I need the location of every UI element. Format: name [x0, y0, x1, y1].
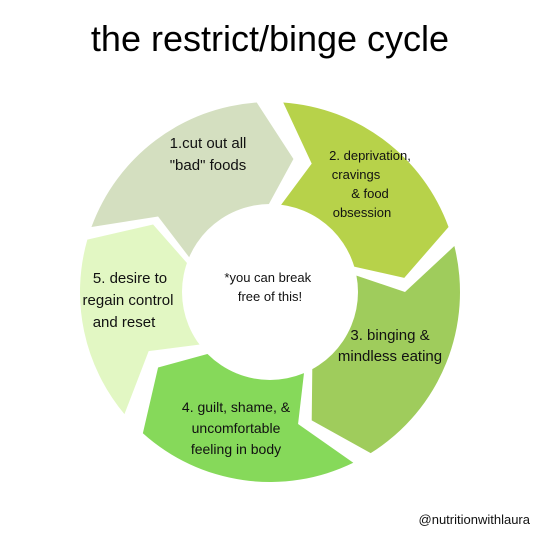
center-note-line: free of this!: [238, 289, 302, 304]
segment-label-3: 3. binging & mindless eating: [338, 327, 442, 365]
segment-label-line: uncomfortable: [192, 420, 281, 436]
segment-label-line: 1.cut out all: [170, 135, 247, 152]
segment-label-line: 3. binging &: [350, 327, 429, 344]
cycle-segment-5: [80, 224, 209, 415]
segment-label-5: 5. desire to regain control and reset: [83, 270, 174, 331]
center-circle: [182, 204, 358, 380]
segment-label-4: 4. guilt, shame, & uncomfortable feeling i…: [182, 399, 291, 457]
segment-label-line: mindless eating: [338, 348, 442, 365]
segment-label-line: feeling in body: [191, 441, 281, 457]
segment-label-line: obsession: [333, 205, 392, 220]
cycle-segment-4: [142, 351, 354, 483]
center-note-line: *you can break: [224, 270, 311, 285]
segment-label-line: 2. deprivation,: [329, 148, 411, 163]
diagram-title: the restrict/binge cycle: [90, 18, 450, 59]
segment-label-line: and reset: [93, 314, 156, 331]
credit-handle: @nutritionwithlaura: [418, 512, 530, 527]
cycle-segment-1: [91, 102, 294, 265]
segment-label-2: 2. deprivation, cravings & food obsession: [329, 148, 411, 220]
segment-label-line: "bad" foods: [170, 157, 247, 174]
segment-label-line: 4. guilt, shame, &: [182, 399, 291, 415]
segment-label-line: 5. desire to: [93, 270, 167, 287]
segment-label-line: & food: [351, 186, 389, 201]
cycle-segment-2: [275, 102, 449, 278]
segment-label-line: regain control: [83, 292, 174, 309]
segment-label-line: cravings: [332, 167, 381, 182]
cycle-segment-3: [311, 246, 460, 454]
segment-label-1: 1.cut out all "bad" foods: [170, 135, 247, 174]
center-note: *you can break free of this!: [224, 269, 315, 304]
